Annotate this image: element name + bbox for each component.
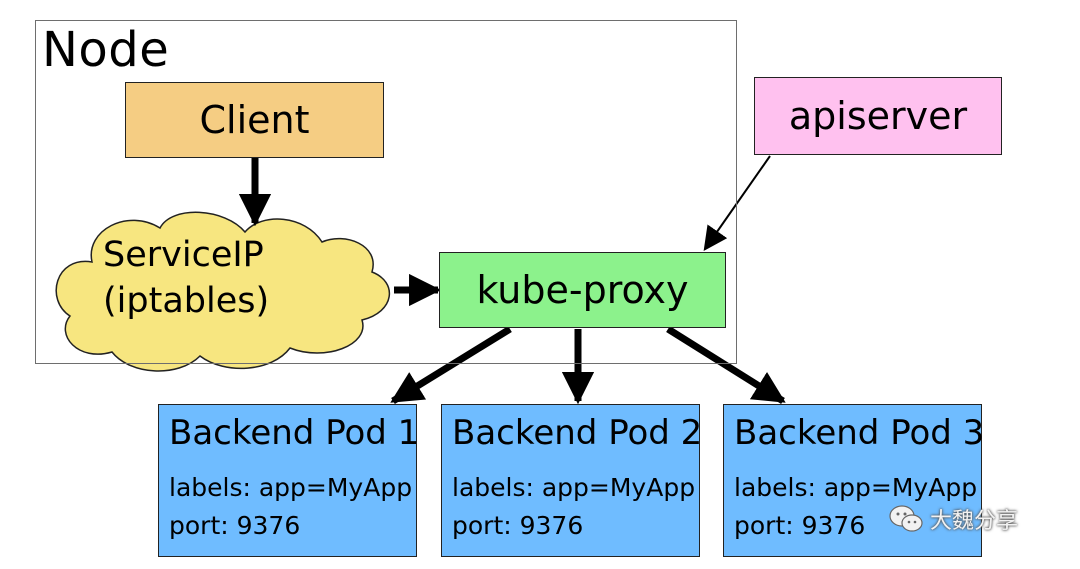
pod-labels: labels: app=MyApp xyxy=(169,473,413,502)
wechat-icon xyxy=(889,505,923,532)
watermark: 大魏分享 xyxy=(888,503,1018,535)
backend-pod-3: Backend Pod 3 labels: app=MyApp port: 93… xyxy=(723,404,985,557)
pod-title: Backend Pod 3 xyxy=(734,413,985,453)
apiserver-box: apiserver xyxy=(754,77,1002,155)
backend-pod-2: Backend Pod 2 labels: app=MyApp port: 93… xyxy=(441,404,703,557)
pod-port: port: 9376 xyxy=(734,511,866,540)
client-label: Client xyxy=(199,98,310,142)
pod-port: port: 9376 xyxy=(169,511,301,540)
kube-proxy-label: kube-proxy xyxy=(476,268,689,312)
pod-port: port: 9376 xyxy=(452,511,584,540)
client-box: Client xyxy=(125,82,384,158)
arrow-kube-proxy-to-pod-1 xyxy=(390,326,512,404)
pod-title: Backend Pod 2 xyxy=(452,413,703,453)
backend-pod-1: Backend Pod 1 labels: app=MyApp port: 93… xyxy=(158,404,420,557)
service-ip-label: ServiceIP (iptables) xyxy=(103,232,283,324)
arrow-apiserver-to-kube-proxy xyxy=(703,155,771,251)
node-boundary xyxy=(35,20,737,364)
service-ip-line-2: (iptables) xyxy=(103,281,270,321)
node-label: Node xyxy=(42,22,170,78)
service-ip-cloud xyxy=(55,211,390,372)
pod-labels: labels: app=MyApp xyxy=(734,473,978,502)
arrow-kube-proxy-to-pod-3 xyxy=(666,326,786,404)
pod-title: Backend Pod 1 xyxy=(169,413,420,453)
service-ip-line-1: ServiceIP xyxy=(103,235,264,275)
kube-proxy-box: kube-proxy xyxy=(439,252,726,328)
watermark-text: 大魏分享 xyxy=(930,509,1019,534)
apiserver-label: apiserver xyxy=(788,94,968,138)
pod-labels: labels: app=MyApp xyxy=(452,473,696,502)
